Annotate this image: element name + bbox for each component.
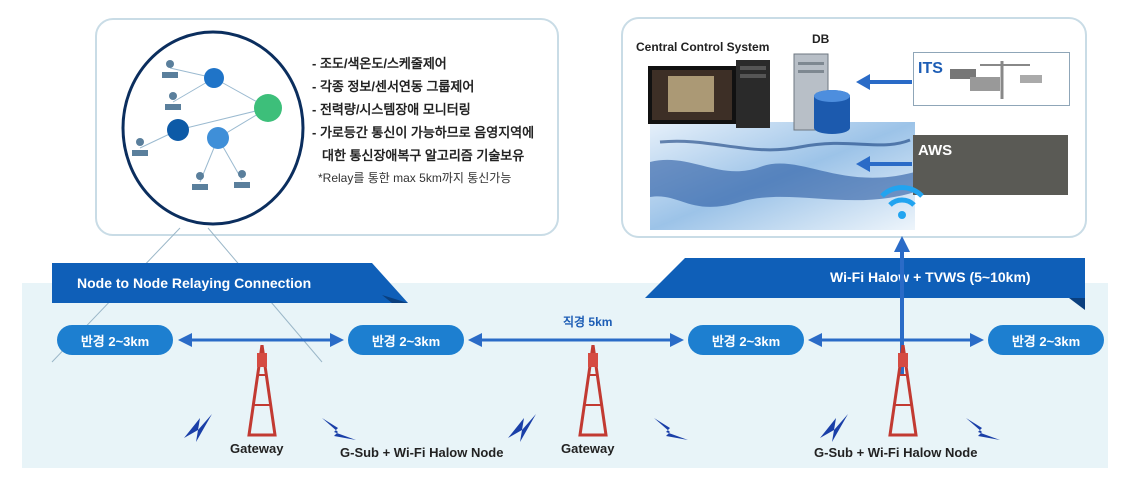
relay-ribbon-label: Node to Node Relaying Connection	[77, 275, 312, 291]
central-control-label: Central Control System	[636, 40, 770, 54]
gsub-label: G-Sub + Wi-Fi Halow Node	[814, 445, 978, 460]
relay-note: *Relay를 통한 max 5km까지 통신가능	[318, 171, 512, 185]
data-flow-arrows	[856, 74, 912, 172]
tower-icon	[247, 345, 277, 437]
map-image	[650, 122, 915, 230]
range-pill: 반경 2~3km	[988, 325, 1104, 355]
control-monitor-icon	[648, 60, 770, 128]
halow-ribbon-label: Wi-Fi Halow + TVWS (5~10km)	[830, 269, 1031, 285]
feature-item: - 조도/색온도/스케줄제어	[312, 56, 447, 71]
feature-item: - 각종 정보/센서연동 그룹제어	[312, 79, 475, 94]
feature-item: - 가로등간 통신이 가능하므로 음영지역에	[312, 125, 535, 140]
range-pill: 반경 2~3km	[688, 325, 804, 355]
aws-label: AWS	[918, 142, 953, 159]
tower-icon	[888, 345, 918, 437]
gateway-label: Gateway	[561, 441, 615, 456]
gsub-label: G-Sub + Wi-Fi Halow Node	[340, 445, 504, 460]
range-pill: 반경 2~3km	[348, 325, 464, 355]
wifi-icon	[880, 185, 924, 219]
db-label: DB	[812, 32, 830, 46]
relay-ribbon	[52, 263, 408, 303]
network-band	[22, 283, 1108, 468]
halow-ribbon	[645, 258, 1085, 310]
feature-item: - 전력량/시스템장애 모니터링	[312, 102, 471, 117]
distance-label: 직경 5km	[563, 315, 613, 329]
its-label: ITS	[918, 60, 943, 77]
tower-icon	[578, 345, 608, 437]
database-icon	[793, 53, 850, 134]
its-camera-icon	[950, 61, 1042, 99]
feature-item: 대한 통신장애복구 알고리즘 기술보유	[322, 148, 525, 163]
relay-network-diagram	[121, 30, 305, 226]
aws-panel	[913, 135, 1068, 195]
feature-list: - 조도/색온도/스케줄제어 - 각종 정보/센서연동 그룹제어 - 전력량/시…	[312, 52, 534, 190]
range-pill: 반경 2~3km	[57, 325, 173, 355]
gateway-label: Gateway	[230, 441, 284, 456]
